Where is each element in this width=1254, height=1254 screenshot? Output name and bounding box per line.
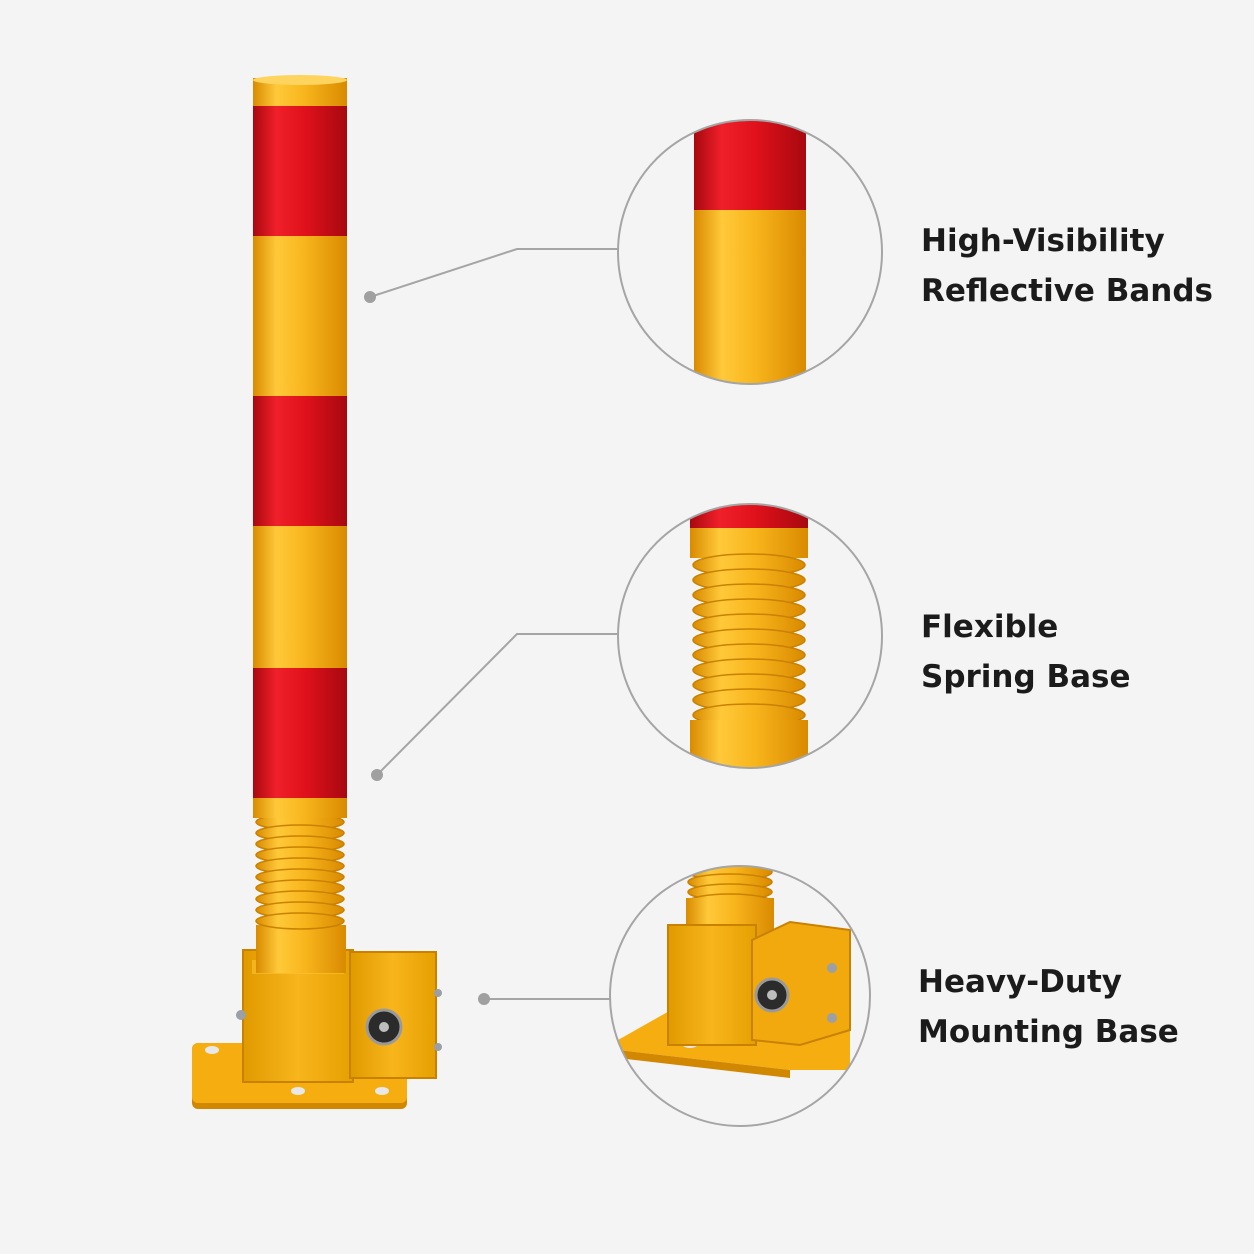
screw-icon — [434, 1043, 442, 1051]
feature-label-spring: Flexible Spring Base — [921, 602, 1131, 702]
feature-label-line: Spring Base — [921, 659, 1131, 695]
bolt-hole-icon — [205, 1046, 219, 1054]
spring — [255, 813, 345, 930]
zoom-circle-spring — [617, 503, 883, 769]
reflective-band — [253, 396, 347, 526]
feature-label-line: Mounting Base — [918, 1014, 1179, 1050]
bolt-hole-icon — [375, 1087, 389, 1095]
bollard — [192, 75, 442, 1109]
spring-collar — [256, 925, 346, 973]
bolt-hole-icon — [291, 1087, 305, 1095]
feature-label-line: High-Visibility — [921, 223, 1165, 259]
feature-label-line: Flexible — [921, 609, 1059, 645]
feature-label-line: Reflective Bands — [921, 273, 1214, 309]
callout-dot — [478, 993, 490, 1005]
lock-box — [349, 951, 442, 1079]
reflective-band — [253, 106, 347, 236]
callout-lines — [369, 248, 618, 1000]
spring-coil — [255, 912, 345, 930]
feature-label-line: Heavy-Duty — [918, 964, 1122, 1000]
zoom-circle-mounting — [609, 865, 871, 1127]
screw-icon — [434, 989, 442, 997]
callout-dot — [364, 291, 376, 303]
reflective-band — [253, 668, 347, 798]
pole — [253, 75, 347, 818]
feature-label-reflective: High-Visibility Reflective Bands — [921, 216, 1213, 316]
callout-dot — [371, 769, 383, 781]
zoom-circle-reflective — [617, 119, 883, 385]
feature-label-mounting: Heavy-Duty Mounting Base — [918, 957, 1179, 1057]
screw-icon — [236, 1010, 246, 1020]
